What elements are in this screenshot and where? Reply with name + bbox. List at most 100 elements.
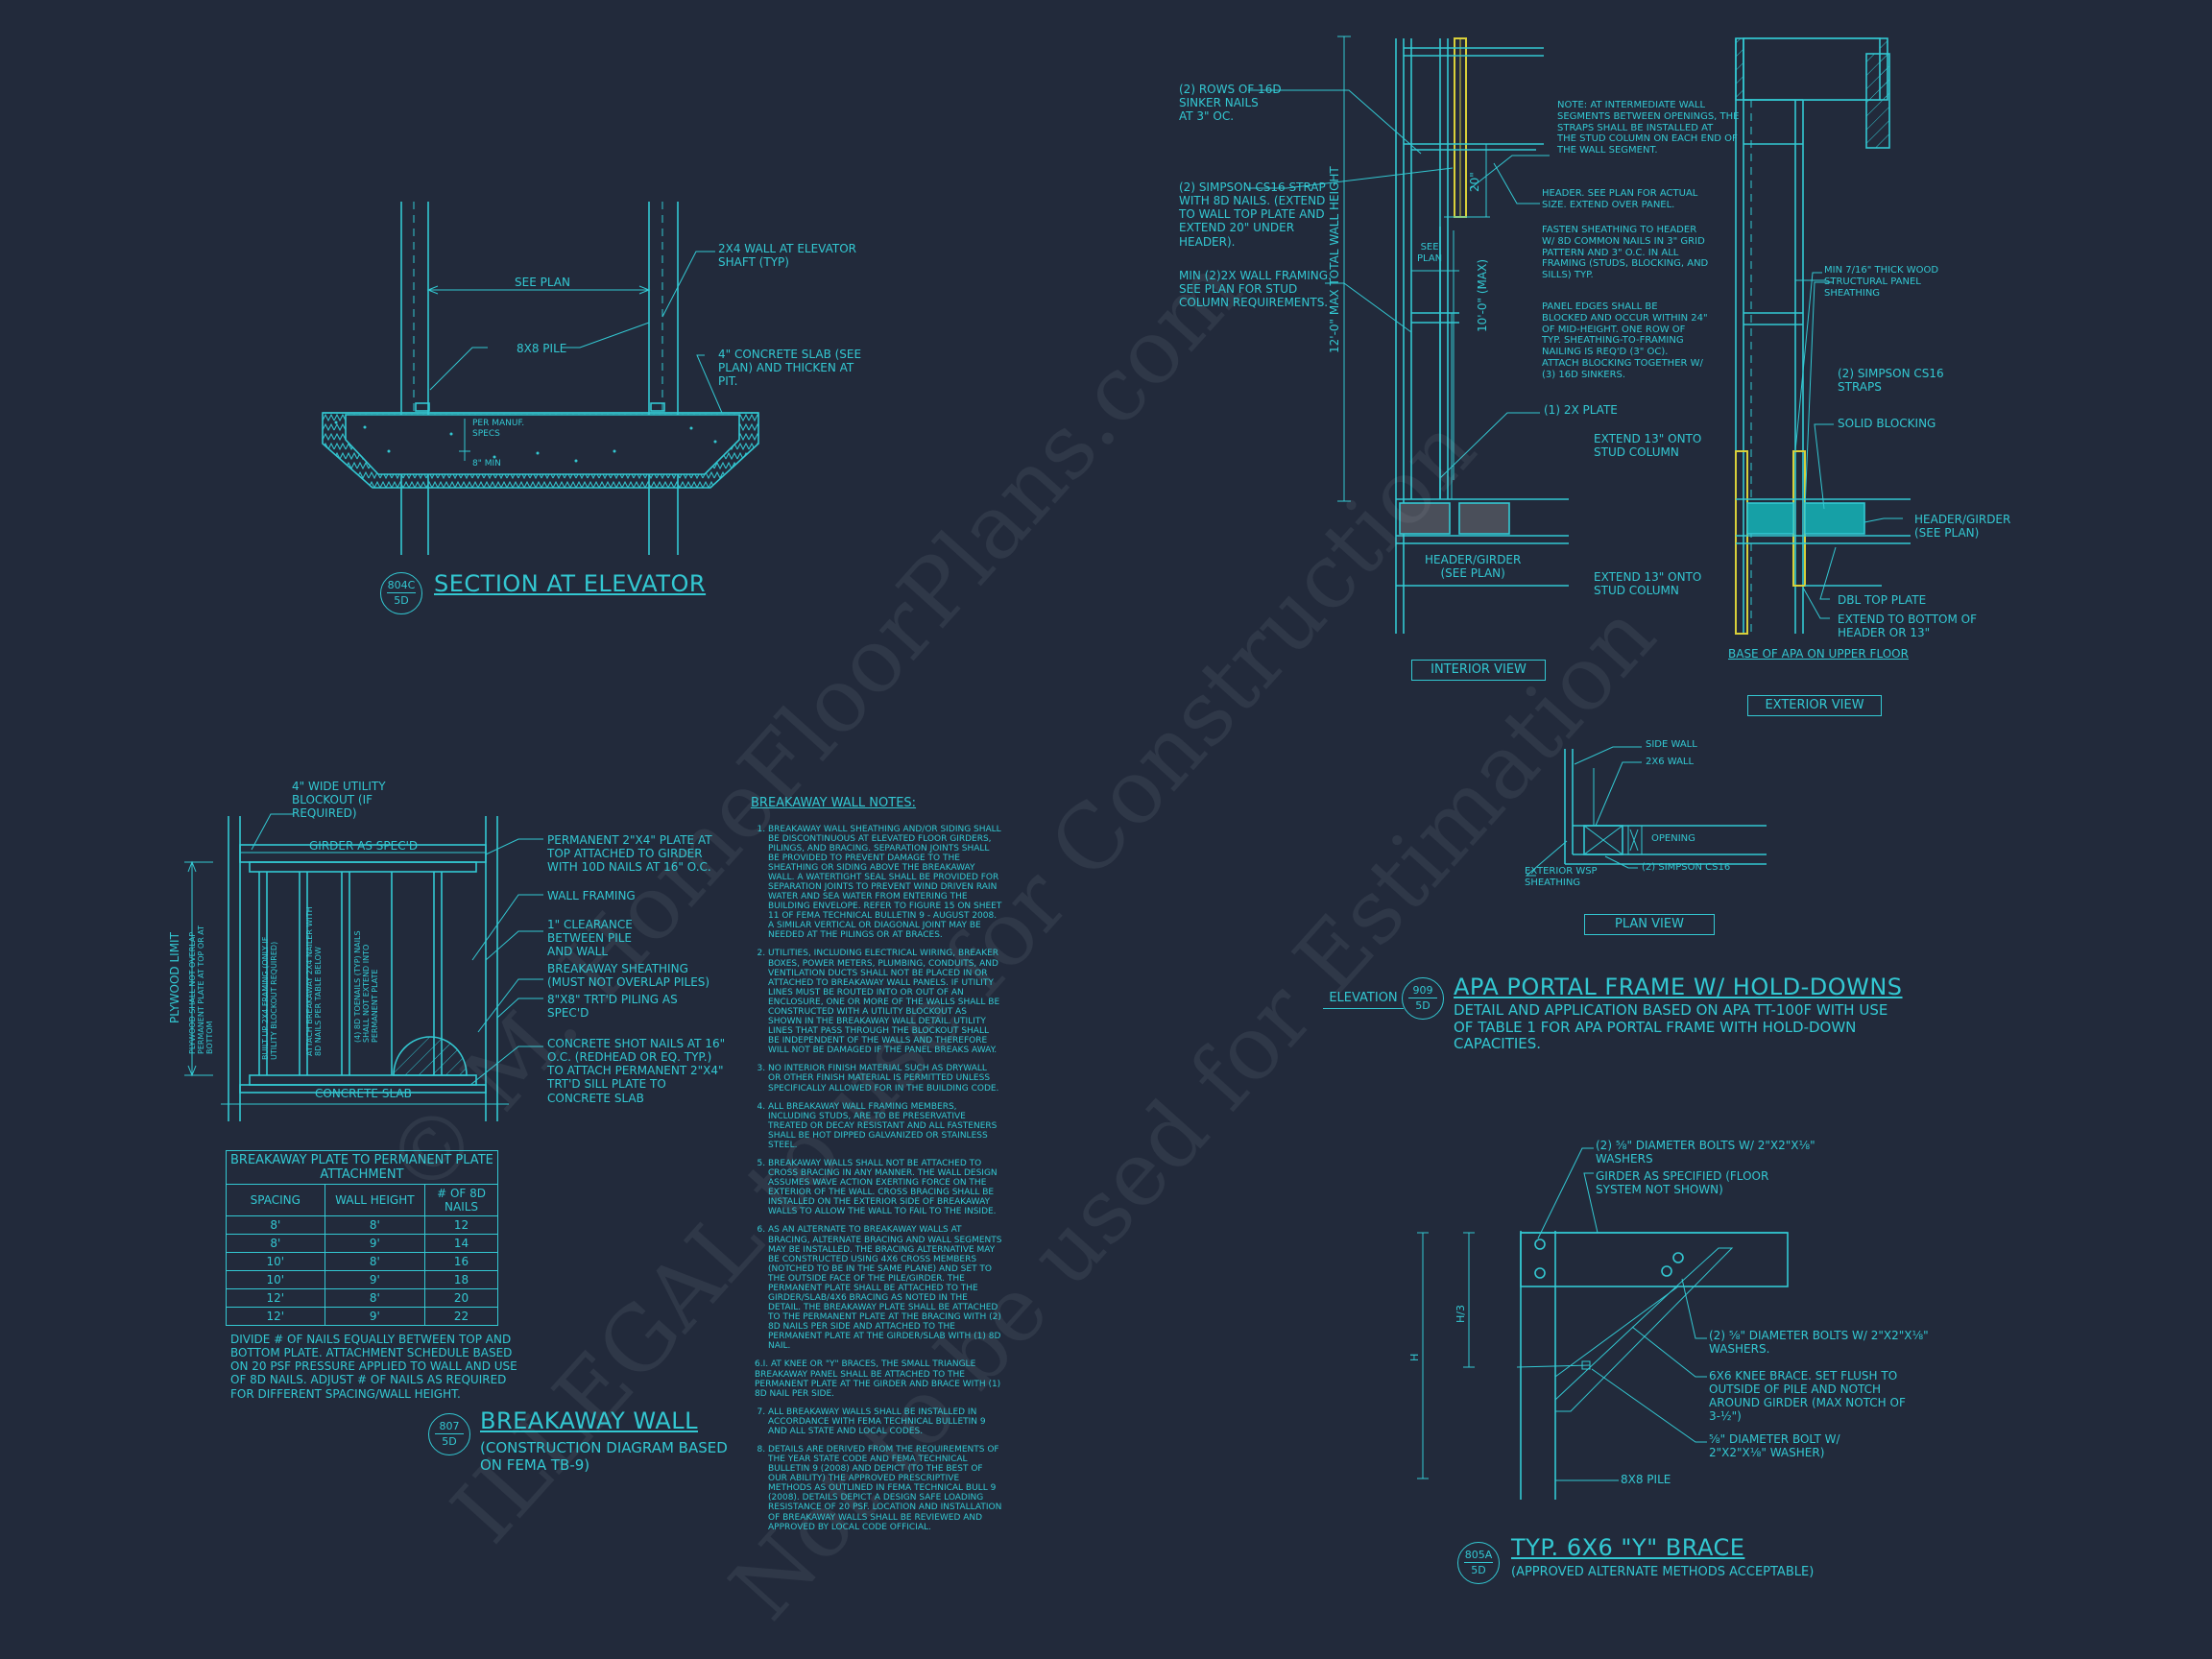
subtitle-y-brace: (APPROVED ALTERNATE METHODS ACCEPTABLE): [1511, 1565, 1815, 1579]
table-caption: BREAKAWAY PLATE TO PERMANENT PLATE ATTAC…: [226, 1150, 498, 1185]
label-fasten-sheathing: FASTEN SHEATHING TO HEADER W/ 8d COMMON …: [1542, 225, 1709, 281]
interior-view-drawing: [1248, 36, 1569, 634]
label-opening: OPENING: [1651, 833, 1695, 844]
label-shot-nails: CONCRETE SHOT NAILS AT 16" O.C. (REDHEAD…: [547, 1037, 726, 1105]
note-item: ALL BREAKAWAY WALL FRAMING MEMBERS, INCL…: [768, 1102, 1002, 1150]
notes-heading: BREAKAWAY WALL NOTES:: [751, 796, 917, 810]
table-row: 8'9'14: [226, 1234, 498, 1253]
label-note-intermediate: NOTE: AT INTERMEDIATE WALL SEGMENTS BETW…: [1557, 100, 1740, 156]
title-section-at-elevator: SECTION AT ELEVATOR: [434, 570, 707, 597]
label-concrete-slab: CONCRETE SLAB: [315, 1087, 412, 1100]
table-cell: 12': [226, 1288, 325, 1308]
title-apa-portal-frame: APA PORTAL FRAME W/ HOLD-DOWNS: [1454, 974, 1903, 1000]
label-see-plan: SEE PLAN: [515, 276, 570, 289]
label-bolts-top: (2) ⅝" DIAMETER BOLTS W/ 2"x2"x⅛" WASHER…: [1596, 1139, 1815, 1166]
detail-bubble-805a: 805A 5D: [1457, 1542, 1500, 1584]
detail-bubble-909: 909 5D: [1402, 977, 1444, 1020]
label-attach-nailer: ATTACH BREAKAWAY 2x4 NAILER WITH 8d NAIL…: [305, 906, 324, 1056]
bubble-sheet: 5D: [1471, 1564, 1486, 1576]
plan-view-drawing: [1525, 746, 1767, 877]
label-extend-bottom: EXTEND TO BOTTOM OF HEADER OR 13": [1838, 613, 1978, 640]
label-slab: 4" CONCRETE SLAB (SEE PLAN) AND THICKEN …: [718, 348, 862, 389]
label-bolt-bottom: ⅝" DIAMETER BOLT W/ 2"x2"x⅛" WASHER): [1709, 1432, 1840, 1460]
note-item: BREAKAWAY WALLS SHALL NOT BE ATTACHED TO…: [768, 1159, 1002, 1216]
label-header-girder-ext: HEADER/GIRDER (SEE PLAN): [1914, 513, 2011, 541]
note-item: DETAILS ARE DERIVED FROM THE REQUIREMENT…: [768, 1445, 1002, 1532]
table-row: 8'8'12: [226, 1215, 498, 1235]
table-row: 10'8'16: [226, 1252, 498, 1271]
label-simpson-straps: (2) SIMPSON CS16 STRAPS: [1838, 367, 1944, 395]
note-item: BREAKAWAY WALL SHEATHING AND/OR SIDING S…: [768, 825, 1002, 941]
label-knee-brace: 6x6 KNEE BRACE. SET FLUSH TO OUTSIDE OF …: [1709, 1369, 1906, 1424]
dim-10-max: 10'-0" (MAX): [1476, 258, 1489, 332]
label-toenails: (4) 8d TOENAILS (TYP) NAILS SHALL NOT EX…: [353, 930, 380, 1043]
y-brace-drawing: [1417, 1147, 1789, 1500]
detail-bubble-807: 807 5D: [428, 1413, 470, 1455]
table-cell: 10': [226, 1252, 325, 1271]
bubble-sheet: 5D: [394, 594, 409, 607]
label-base-apa: BASE OF APA ON UPPER FLOOR: [1728, 647, 1909, 661]
exterior-view-drawing: [1735, 37, 1911, 635]
label-blockout: 4" WIDE UTILITY BLOCKOUT (IF REQUIRED): [292, 780, 386, 821]
table-row: 12'8'20: [226, 1288, 498, 1308]
table-header: WALL HEIGHT: [324, 1184, 426, 1216]
table-cell: 12: [424, 1215, 498, 1235]
table-cell: 8': [324, 1252, 426, 1271]
bubble-number: 805A: [1464, 1549, 1493, 1563]
bubble-sheet: 5D: [1415, 999, 1431, 1012]
dim-h3: H/3: [1455, 1305, 1467, 1323]
label-see-plan-int: SEE PLAN: [1417, 242, 1443, 264]
elevator-section-drawing: [322, 202, 759, 555]
label-girder: GIRDER AS SPEC'D: [309, 839, 419, 853]
table-cell: 8': [226, 1234, 325, 1253]
table-row: 12'9'22: [226, 1307, 498, 1326]
bubble-number: 804C: [387, 579, 416, 593]
label-simpson-strap: (2) SIMPSON CS16 STRAP WITH 8d NAILS. (E…: [1179, 180, 1326, 249]
label-panel-edges: PANEL EDGES SHALL BE BLOCKED AND OCCUR W…: [1542, 301, 1708, 380]
plan-view-tag: PLAN VIEW: [1584, 914, 1715, 935]
label-solid-blocking: SOLID BLOCKING: [1838, 417, 1936, 430]
title-y-brace: TYP. 6x6 "Y" BRACE: [1511, 1534, 1745, 1561]
label-plywood-note: PLYWOOD SHALL NOT OVERLAP PERMANENT PLAT…: [188, 925, 215, 1054]
label-dbl-top-plate: DBL TOP PLATE: [1838, 593, 1927, 607]
detail-bubble-804c: 804C 5D: [380, 572, 422, 614]
table-cell: 9': [324, 1270, 426, 1289]
nail-schedule-note: DIVIDE # OF NAILS EQUALLY BETWEEN TOP AN…: [230, 1333, 517, 1401]
label-wall-framing: WALL FRAMING: [547, 889, 636, 902]
subtitle-apa-portal-frame: DETAIL AND APPLICATION BASED ON APA TT-1…: [1454, 1001, 1888, 1053]
label-plywood-limit: PLYWOOD LIMIT: [168, 932, 181, 1023]
note-item: AS AN ALTERNATE TO BREAKAWAY WALLS AT BR…: [768, 1225, 1002, 1351]
note-item: NO INTERIOR FINISH MATERIAL SUCH AS DRYW…: [768, 1064, 1002, 1093]
note-item: 6.i. AT KNEE OR "Y" BRACES, THE SMALL TR…: [755, 1359, 1001, 1399]
table-cell: 8': [324, 1288, 426, 1308]
note-item: UTILITIES, INCLUDING ELECTRICAL WIRING, …: [768, 949, 1002, 1055]
table-header: # OF 8D NAILS: [424, 1184, 498, 1216]
dim-h: H: [1408, 1353, 1421, 1361]
title-breakaway-wall: BREAKAWAY WALL: [480, 1407, 698, 1434]
dim-20: 20": [1468, 172, 1481, 192]
label-side-wall: SIDE WALL: [1646, 739, 1697, 750]
exterior-view-tag: EXTERIOR VIEW: [1747, 695, 1882, 716]
label-2x-plate: (1) 2X PLATE: [1544, 403, 1618, 417]
label-pilings: 8"x8" TRT'D PILING AS SPEC'D: [547, 993, 678, 1021]
bubble-number: 807: [435, 1419, 464, 1434]
note-item: ALL BREAKAWAY WALLS SHALL BE INSTALLED I…: [768, 1407, 1002, 1436]
label-ext-sheathing: EXTERIOR WSP SHEATHING: [1525, 866, 1598, 888]
table-cell: 8': [226, 1215, 325, 1235]
subtitle-breakaway-wall: (CONSTRUCTION DIAGRAM BASED ON FEMA TB-9…: [480, 1439, 728, 1474]
label-manuf: PER MANUF. SPECS: [472, 419, 525, 439]
label-2x6-wall: 2x6 WALL: [1646, 757, 1695, 767]
table-header: SPACING: [226, 1184, 325, 1216]
label-elevator-wall: 2x4 WALL AT ELEVATOR SHAFT (TYP): [718, 242, 857, 270]
label-girder-specified: GIRDER AS SPECIFIED (FLOOR SYSTEM NOT SH…: [1596, 1169, 1769, 1197]
table-cell: 16: [424, 1252, 498, 1271]
table-row: 10'9'18: [226, 1270, 498, 1289]
interior-view-tag: INTERIOR VIEW: [1411, 660, 1546, 681]
label-pile: 8x8 PILE: [517, 342, 567, 355]
label-min: 8" MIN: [472, 459, 501, 469]
label-wood-sheathing: MIN 7/16" THICK WOOD STRUCTURAL PANEL SH…: [1824, 265, 1939, 299]
label-simpson-cs16-plan: (2) SIMPSON CS16: [1642, 862, 1731, 873]
table-cell: 20: [424, 1288, 498, 1308]
label-extend-13-b: EXTEND 13" ONTO STUD COLUMN: [1594, 570, 1702, 598]
